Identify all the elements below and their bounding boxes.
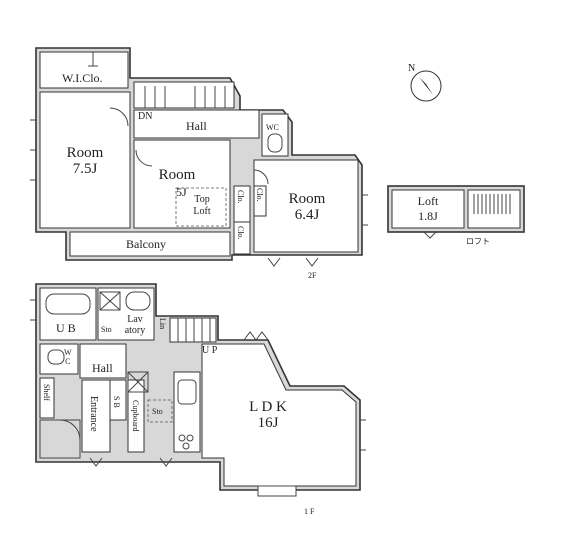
room-6-4-size: 6.4J bbox=[294, 207, 320, 223]
shoe-box-label: S B bbox=[112, 396, 121, 408]
stairs-1f bbox=[169, 317, 217, 343]
hall-2f bbox=[133, 109, 260, 139]
cupboard-label: Cupboard bbox=[131, 400, 140, 432]
floor-1f-label: 1 F bbox=[304, 507, 315, 516]
second-floor bbox=[30, 47, 368, 267]
loft-caption: ロフト bbox=[466, 237, 490, 246]
closet-b bbox=[233, 221, 251, 255]
hall-2f-label: Hall bbox=[186, 119, 207, 133]
sto-2-label: Sto bbox=[152, 407, 163, 416]
top-loft-area bbox=[175, 187, 227, 227]
balcony bbox=[69, 231, 231, 257]
top-loft-label: Top Loft bbox=[193, 194, 211, 217]
first-floor bbox=[30, 283, 366, 497]
entrance-area bbox=[81, 379, 111, 453]
north-arrow-icon bbox=[410, 70, 442, 102]
linen-label: Lin bbox=[158, 318, 167, 330]
hall-1f bbox=[79, 343, 127, 379]
ldk-label: L D K bbox=[249, 399, 287, 415]
wic-room bbox=[39, 51, 129, 89]
loft-plan bbox=[387, 185, 525, 239]
ldk-size: 16J bbox=[257, 415, 279, 431]
loft-label: Loft bbox=[417, 194, 439, 208]
room-5-label: Room bbox=[158, 167, 196, 183]
balcony-label: Balcony bbox=[126, 237, 166, 251]
unit-bath-label: U B bbox=[56, 321, 76, 335]
room-5-room bbox=[133, 139, 231, 229]
hall-1f-label: Hall bbox=[92, 361, 113, 375]
shoe-box bbox=[109, 379, 127, 421]
north-label: N bbox=[408, 63, 416, 74]
room-6-4-label: Room bbox=[288, 191, 326, 207]
wc-2f-label: WC bbox=[266, 123, 279, 132]
closet-a-label: Clo. bbox=[236, 190, 245, 204]
sto-label: Sto bbox=[101, 325, 112, 334]
shelf-label: Shelf bbox=[42, 384, 51, 401]
floor-2f-label: 2F bbox=[308, 271, 317, 280]
entrance-label: Entrance bbox=[88, 396, 99, 432]
wic-label: W.I.Clo. bbox=[62, 71, 103, 85]
room-7-5-room bbox=[39, 91, 131, 229]
stairs-2f bbox=[133, 81, 235, 109]
lavatory-label: Lav atory bbox=[124, 314, 146, 336]
down-label: DN bbox=[138, 111, 153, 122]
closet-c-label: Clo. bbox=[255, 188, 264, 202]
ldk-room bbox=[201, 343, 357, 487]
wc-1f-label: W C bbox=[64, 348, 72, 366]
room-5-size: 5J bbox=[176, 185, 187, 199]
loft-size: 1.8J bbox=[418, 209, 438, 223]
room-7-5-label: Room bbox=[66, 145, 104, 161]
up-label: U P bbox=[202, 345, 218, 356]
shelf bbox=[39, 377, 55, 419]
closet-c bbox=[253, 185, 267, 217]
closet-b-label: Clo. bbox=[236, 226, 245, 240]
storage-sto bbox=[147, 399, 173, 423]
room-7-5-size: 7.5J bbox=[72, 161, 98, 177]
